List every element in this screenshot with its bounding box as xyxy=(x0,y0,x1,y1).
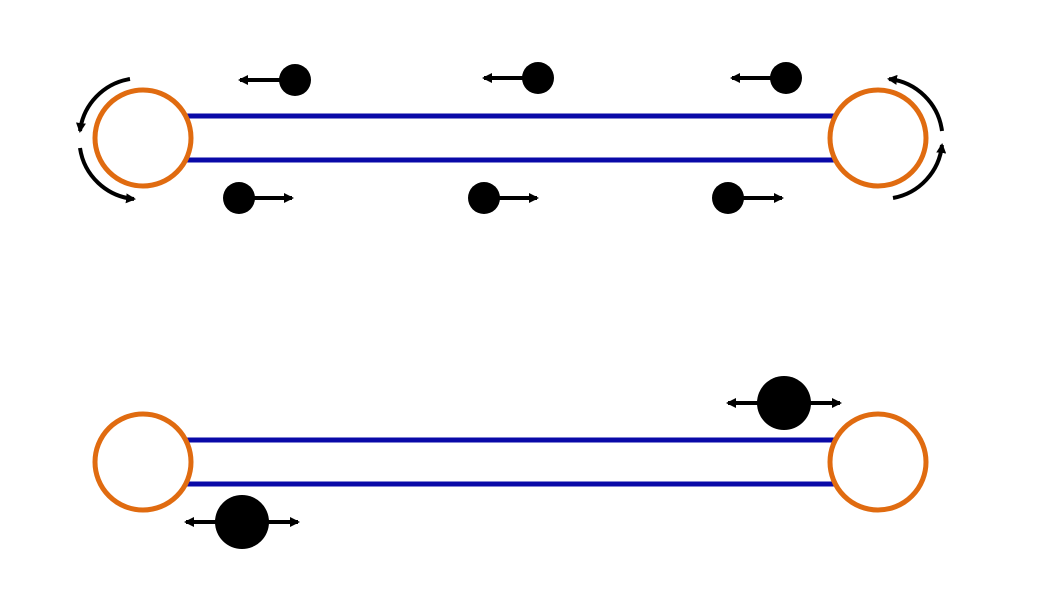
bottom-particle-upper-right xyxy=(726,376,842,430)
bottom-right-pulley xyxy=(827,411,929,513)
particle-dot xyxy=(757,376,811,430)
top-right-pulley xyxy=(827,87,929,189)
top-upper-particle-1 xyxy=(238,64,311,96)
particle-dot xyxy=(223,182,255,214)
top-upper-particle-2 xyxy=(482,62,554,94)
top-left-pulley xyxy=(92,87,194,189)
particle-dot xyxy=(468,182,500,214)
bottom-left-pulley xyxy=(92,411,194,513)
top-lower-particle-2 xyxy=(468,182,539,214)
particle-dot xyxy=(279,64,311,96)
top-lower-particle-1 xyxy=(223,182,294,214)
particle-dot xyxy=(522,62,554,94)
top-left-lower-rotation-arrow xyxy=(78,147,136,204)
top-lower-particle-3 xyxy=(712,182,784,214)
top-upper-particle-3 xyxy=(730,62,802,94)
bottom-assembly xyxy=(92,376,929,549)
particle-dot xyxy=(770,62,802,94)
particle-dot xyxy=(215,495,269,549)
top-right-lower-rotation-arrow xyxy=(892,143,947,200)
particle-dot xyxy=(712,182,744,214)
top-assembly xyxy=(76,62,947,214)
top-right-upper-rotation-arrow xyxy=(887,74,944,132)
top-left-upper-rotation-arrow xyxy=(76,77,131,133)
bottom-particle-lower-left xyxy=(184,495,300,549)
